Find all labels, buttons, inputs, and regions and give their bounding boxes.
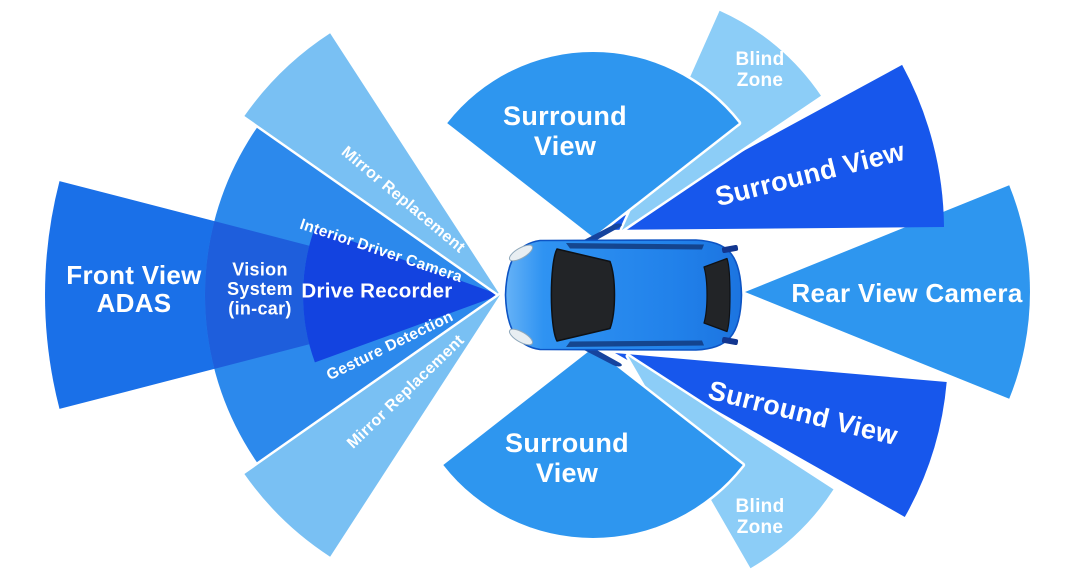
label-rear-view-camera: Rear View Camera xyxy=(791,278,1022,308)
wedge-mirror-replacement-top xyxy=(241,30,503,298)
wedge-surround-view-top xyxy=(444,49,742,240)
wedge-surround-view-bottom xyxy=(440,345,746,541)
wedge-layer xyxy=(45,8,1030,571)
headlight-bottom xyxy=(508,328,534,346)
wedge-rear-view-camera xyxy=(745,185,1030,399)
windshield-glass xyxy=(550,248,616,342)
wedge-mirror-replacement-bottom xyxy=(241,292,503,560)
car-layer xyxy=(504,223,743,367)
side-window-strip-top xyxy=(566,243,704,250)
car-body xyxy=(504,239,743,351)
wedge-surround-view-bottom-right xyxy=(615,353,947,517)
taillight-top xyxy=(721,244,739,254)
rear-window-glass xyxy=(703,257,731,333)
wedge-vision-system-band xyxy=(204,221,310,369)
label-drive-recorder: Drive Recorder xyxy=(301,280,452,303)
headlight-top xyxy=(508,244,534,262)
taillight-bottom xyxy=(721,336,739,346)
side-window-strip-bottom xyxy=(566,340,704,347)
wedge-drive-recorder xyxy=(303,227,500,363)
